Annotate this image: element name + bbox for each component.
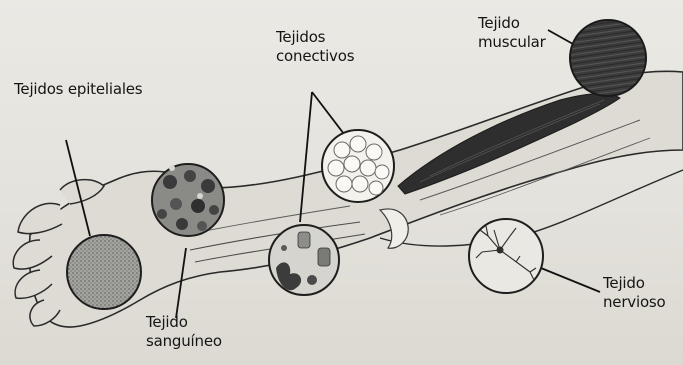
label-blood-tissue: Tejido sanguíneo [146,313,222,351]
label-muscle-line2: muscular [478,33,546,52]
label-nervous-tissue: Tejido nervioso [603,274,666,312]
label-nervous-line2: nervioso [603,293,666,312]
label-epithelial-text: Tejidos epiteliales [14,80,142,99]
muscle-tissue-circle [570,20,646,96]
label-epithelial-tissue: Tejidos epiteliales [14,80,142,99]
label-connective-tissue: Tejidos conectivos [276,28,354,66]
connective-tissue-circle-adipose [322,130,394,202]
label-blood-line2: sanguíneo [146,332,222,351]
nervous-tissue-circle [469,219,543,293]
blood-tissue-circle [152,164,224,236]
label-muscle-line1: Tejido [478,14,546,33]
connective-tissue-circle-bone [269,225,339,295]
epithelial-tissue-circle [67,235,141,309]
label-blood-line1: Tejido [146,313,222,332]
label-connective-line1: Tejidos [276,28,354,47]
label-nervous-line1: Tejido [603,274,666,293]
label-connective-line2: conectivos [276,47,354,66]
label-muscle-tissue: Tejido muscular [478,14,546,52]
